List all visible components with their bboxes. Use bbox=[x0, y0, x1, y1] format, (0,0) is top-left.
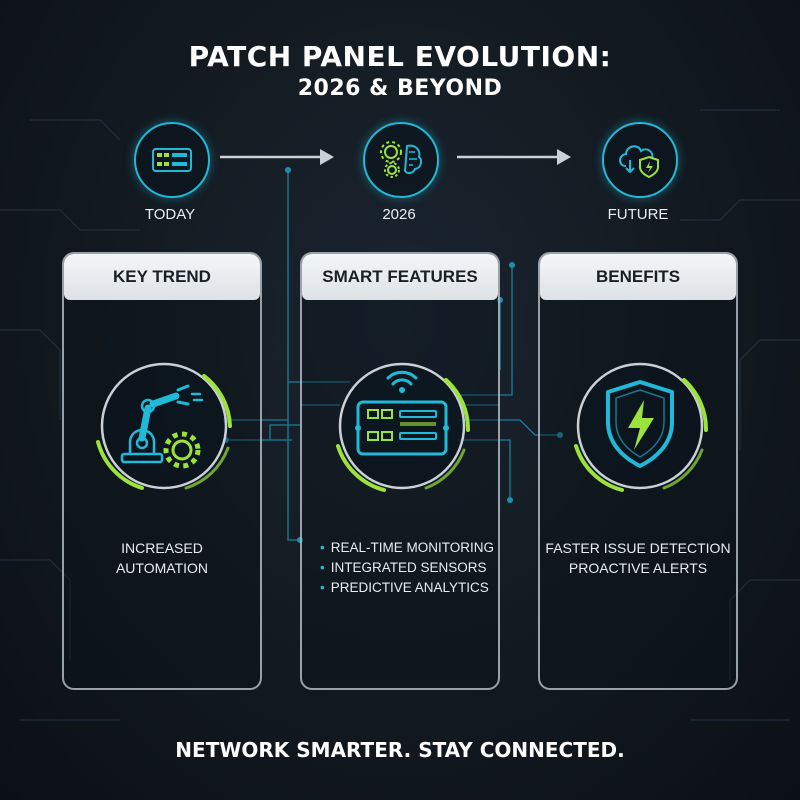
benefits-text-line2: PROACTIVE ALERTS bbox=[568, 560, 708, 576]
list-item: •REAL-TIME MONITORING bbox=[320, 540, 494, 555]
key-trend-text-line1: INCREASED bbox=[121, 540, 203, 556]
card-smart-features: SMART FEATURES •REAL-TIME MONITORING •IN… bbox=[300, 252, 500, 690]
arrow-right-icon bbox=[457, 149, 571, 165]
timeline-label-2026: 2026 bbox=[382, 206, 416, 223]
smart-patch-panel-wifi-icon bbox=[336, 362, 471, 492]
smart-features-list: •REAL-TIME MONITORING •INTEGRATED SENSOR… bbox=[320, 538, 496, 598]
shield-lightning-icon bbox=[574, 362, 709, 492]
page-title: PATCH PANEL EVOLUTION: bbox=[188, 40, 612, 73]
bullet-icon: • bbox=[320, 580, 325, 595]
patch-panel-icon bbox=[134, 122, 210, 198]
timeline-label-future: FUTURE bbox=[607, 206, 669, 223]
robot-arm-gear-icon bbox=[96, 362, 232, 490]
bullet-icon: • bbox=[320, 560, 325, 575]
list-item: •INTEGRATED SENSORS bbox=[320, 560, 487, 575]
card-header-smart-features: SMART FEATURES bbox=[302, 254, 498, 300]
card-benefits: BENEFITS FASTER ISSUE DETECTION PROACTIV… bbox=[538, 252, 738, 690]
bullet-icon: • bbox=[320, 540, 325, 555]
card-key-trend: KEY TREND INCREASED AUTOMATION bbox=[62, 252, 262, 690]
page-subtitle: 2026 & BEYOND bbox=[297, 76, 503, 101]
card-header-benefits: BENEFITS bbox=[540, 254, 736, 300]
key-trend-text-line2: AUTOMATION bbox=[115, 560, 209, 576]
footer-tagline: NETWORK SMARTER. STAY CONNECTED. bbox=[175, 738, 625, 762]
arrow-right-icon bbox=[220, 149, 334, 165]
list-item: •PREDICTIVE ANALYTICS bbox=[320, 580, 489, 595]
benefits-text-line1: FASTER ISSUE DETECTION bbox=[545, 540, 731, 556]
timeline-label-today: TODAY bbox=[144, 206, 196, 223]
gears-brain-icon bbox=[363, 122, 439, 198]
card-header-key-trend: KEY TREND bbox=[64, 254, 260, 300]
cloud-shield-icon bbox=[602, 122, 678, 198]
